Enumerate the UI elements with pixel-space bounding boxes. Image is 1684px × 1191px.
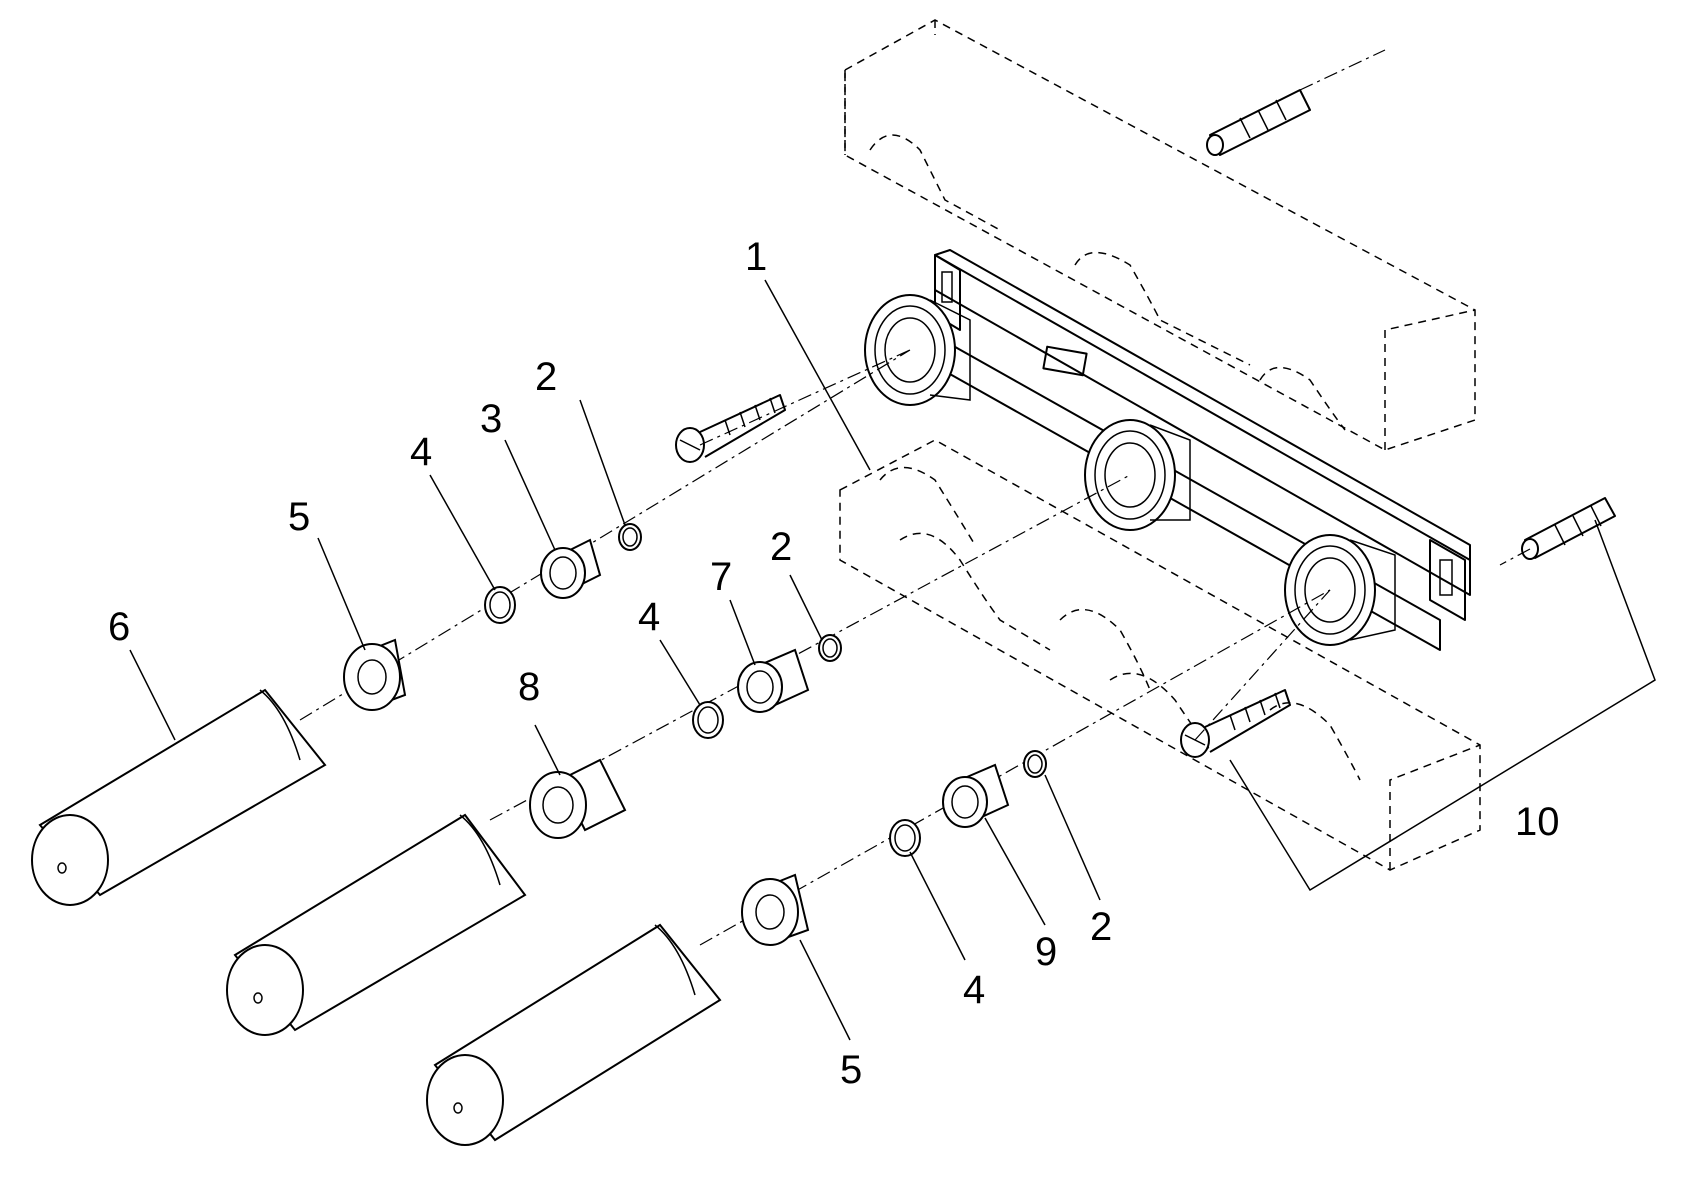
spacer-8 [529, 758, 627, 839]
o-ring-2-row-1 [618, 523, 642, 551]
o-ring-4-row-1 [484, 586, 516, 624]
callout-2-row-1: 2 [535, 355, 557, 399]
wall-plug-top [1206, 89, 1311, 156]
valve-insert-3 [540, 538, 602, 599]
thread-fitting-middle [1084, 419, 1191, 531]
o-ring-2-row-2 [818, 634, 842, 662]
screw-upper [675, 394, 786, 463]
screw-lower [1180, 689, 1291, 758]
o-ring-4-row-2 [692, 701, 724, 739]
upper-insulation-block [844, 19, 1476, 451]
plug-5-row-3 [741, 873, 810, 946]
plug-5-row-1 [343, 638, 407, 711]
callout-4-row-1: 4 [410, 430, 432, 474]
callout-3: 3 [480, 397, 502, 441]
wall-plug-right [1521, 497, 1616, 560]
valve-insert-7 [737, 648, 810, 713]
callout-5-row-1: 5 [288, 495, 310, 539]
o-ring-2-row-3 [1023, 750, 1047, 778]
callout-7: 7 [710, 555, 732, 599]
thread-fitting-right [1284, 534, 1396, 646]
callout-4-row-2: 4 [638, 595, 660, 639]
leader-lines [129, 279, 1656, 1041]
callout-9: 9 [1035, 930, 1057, 974]
callout-8: 8 [518, 665, 540, 709]
sleeve-6 [31, 688, 327, 906]
callout-labels: 1 2 3 4 5 6 2 7 4 8 2 9 4 5 10 [108, 235, 1560, 1092]
callout-5-row-3: 5 [840, 1048, 862, 1092]
callout-10: 10 [1515, 800, 1560, 844]
callout-1: 1 [745, 235, 767, 279]
valve-insert-9 [942, 763, 1010, 828]
center-axes [299, 49, 1531, 946]
sleeve-row-3 [426, 923, 722, 1146]
row-2-parts [226, 634, 842, 1036]
row-3-parts [426, 750, 1047, 1146]
callout-4-row-3: 4 [963, 968, 985, 1012]
callout-2-row-2: 2 [770, 525, 792, 569]
o-ring-4-row-3 [889, 819, 921, 857]
callout-6: 6 [108, 605, 130, 649]
lower-insulation-block [839, 439, 1481, 871]
manifold-body [864, 249, 1471, 651]
row-1-parts [31, 523, 642, 906]
sleeve-row-2 [226, 813, 527, 1036]
thread-fitting-left [864, 294, 971, 406]
callout-2-row-3: 2 [1090, 905, 1112, 949]
